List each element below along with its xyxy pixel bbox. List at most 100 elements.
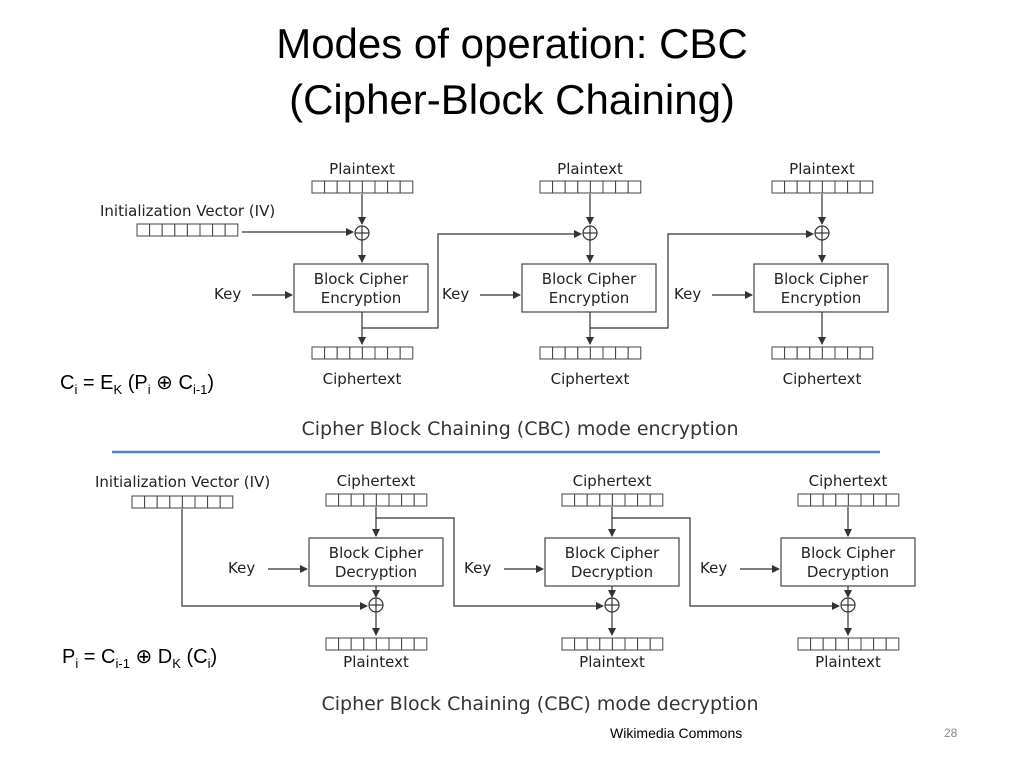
- block-cipher-box: [753, 263, 889, 313]
- cell: [821, 180, 836, 194]
- chain-arrow: [376, 517, 604, 610]
- cell: [615, 180, 629, 194]
- plaintext-label: Plaintext: [579, 653, 645, 671]
- cell: [311, 180, 326, 194]
- cell: [336, 346, 351, 360]
- cell: [810, 493, 824, 507]
- iv-label: Initialization Vector (IV): [95, 473, 270, 491]
- cell: [161, 223, 176, 237]
- xor-icon: [354, 225, 370, 241]
- cell: [847, 493, 862, 507]
- cell: [624, 637, 639, 651]
- cell: [186, 223, 201, 237]
- block-line-2: Decryption: [335, 563, 417, 581]
- chain-arrow: [612, 517, 840, 610]
- cell: [624, 493, 639, 507]
- block-line-1: Block Cipher: [542, 270, 637, 288]
- plaintext-cells: [539, 180, 642, 194]
- plaintext-cells: [771, 180, 874, 194]
- cell: [149, 223, 163, 237]
- cell: [796, 346, 811, 360]
- cell: [627, 346, 642, 360]
- title-line-2: (Cipher-Block Chaining): [289, 76, 735, 123]
- cell: [797, 637, 812, 651]
- chain-arrow: [590, 230, 814, 329]
- cell: [181, 495, 196, 509]
- decryption-caption: Cipher Block Chaining (CBC) mode decrypt…: [321, 693, 758, 715]
- block-line-2: Encryption: [781, 289, 862, 307]
- cell: [325, 637, 340, 651]
- plaintext-label: Plaintext: [815, 653, 881, 671]
- title-line-1: Modes of operation: CBC: [276, 20, 748, 67]
- ciphertext-label: Ciphertext: [551, 370, 630, 388]
- cell: [589, 180, 604, 194]
- block-line-2: Encryption: [321, 289, 402, 307]
- cell: [388, 637, 403, 651]
- key-label: Key: [674, 285, 701, 303]
- cell: [637, 493, 651, 507]
- cell: [401, 637, 415, 651]
- cell: [338, 637, 352, 651]
- cell: [131, 495, 146, 509]
- cell: [349, 180, 363, 194]
- iv-cells: [136, 223, 239, 237]
- ciphertext-cells: [311, 346, 414, 360]
- cell: [599, 637, 613, 651]
- key-label: Key: [700, 559, 727, 577]
- iv-label: Initialization Vector (IV): [100, 202, 275, 220]
- ciphertext-label: Ciphertext: [573, 472, 652, 490]
- plaintext-cells: [325, 637, 428, 651]
- cell: [363, 493, 377, 507]
- cell: [350, 637, 365, 651]
- cell: [574, 493, 588, 507]
- cell: [361, 180, 376, 194]
- block-line-2: Decryption: [807, 563, 889, 581]
- slide-title: Modes of operation: CBC (Cipher-Block Ch…: [0, 16, 1024, 128]
- cell: [602, 180, 617, 194]
- cell: [539, 346, 554, 360]
- cell: [822, 493, 837, 507]
- ciphertext-cells: [561, 493, 664, 507]
- cell: [401, 493, 415, 507]
- iv-to-xor-arrow: [181, 509, 368, 610]
- cell: [627, 180, 642, 194]
- chain-arrow: [362, 230, 582, 329]
- cell: [374, 346, 389, 360]
- ciphertext-cells: [797, 493, 900, 507]
- cell: [771, 346, 786, 360]
- xor-icon: [368, 597, 384, 613]
- cell: [810, 637, 824, 651]
- cell: [136, 223, 151, 237]
- block-line-1: Block Cipher: [801, 544, 896, 562]
- cell: [219, 495, 234, 509]
- block-cipher-box: [521, 263, 657, 313]
- cell: [860, 637, 875, 651]
- cell: [611, 493, 626, 507]
- cell: [821, 346, 836, 360]
- cell: [311, 346, 326, 360]
- cell: [324, 346, 338, 360]
- ciphertext-cells: [325, 493, 428, 507]
- xor-icon: [604, 597, 620, 613]
- cell: [387, 180, 401, 194]
- encryption-diagram: Initialization Vector (IV)PlaintextBlock…: [100, 160, 889, 440]
- cell: [885, 493, 900, 507]
- key-label: Key: [464, 559, 491, 577]
- cell: [822, 637, 837, 651]
- cell: [847, 180, 861, 194]
- cell: [577, 180, 591, 194]
- block-line-2: Encryption: [549, 289, 630, 307]
- block-line-1: Block Cipher: [774, 270, 869, 288]
- plaintext-label: Plaintext: [329, 160, 395, 178]
- cell: [199, 223, 214, 237]
- xor-icon: [582, 225, 598, 241]
- iv-cells: [131, 495, 234, 509]
- cell: [586, 493, 601, 507]
- key-label: Key: [442, 285, 469, 303]
- cell: [885, 637, 900, 651]
- block-cipher-box: [308, 537, 444, 587]
